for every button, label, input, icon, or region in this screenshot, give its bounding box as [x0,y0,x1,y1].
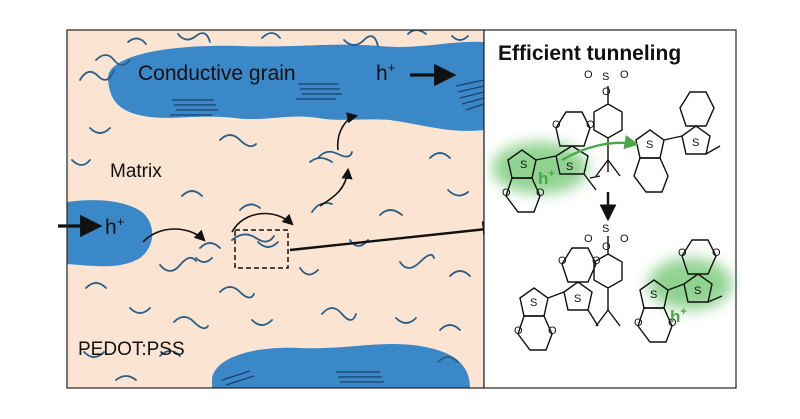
svg-text:O: O [668,317,677,329]
hop-arrows [142,112,359,243]
stacked-chains [170,79,484,386]
atoms-top: S S S O O O S S O O O O [502,69,699,199]
material-label: PEDOT:PSS [78,339,185,360]
hole-label-right-top: h+ [538,168,555,188]
tunneling-arrow [561,135,639,162]
grain-label: Conductive grain [138,62,296,85]
svg-text:S: S [602,223,609,235]
hole-label-left: h+ [105,214,124,239]
svg-text:O: O [584,233,593,245]
svg-text:O: O [634,317,643,329]
zoom-box [234,229,289,269]
svg-text:O: O [548,325,557,337]
matrix-chains [71,30,471,381]
hopping-chains [195,150,353,263]
hole-label-right-bottom: h+ [670,306,687,326]
svg-text:O: O [536,187,545,199]
svg-text:S: S [530,297,537,309]
svg-text:S: S [574,293,581,305]
matrix-label: Matrix [110,161,162,182]
svg-text:O: O [602,86,611,98]
svg-text:O: O [678,247,687,259]
zoom-arrow [289,221,500,252]
molecule-top [505,86,721,213]
svg-text:O: O [620,69,629,81]
svg-text:O: O [586,119,595,131]
conductive-grain-bottom [212,344,470,388]
right-panel-title: Efficient tunneling [498,42,681,65]
svg-text:S: S [520,159,527,171]
svg-text:O: O [620,233,629,245]
svg-text:S: S [602,71,609,83]
svg-text:O: O [558,255,567,267]
svg-text:O: O [592,255,601,267]
svg-text:S: S [692,137,699,149]
svg-text:O: O [552,119,561,131]
hole-glow-bottom [648,258,732,310]
svg-text:O: O [712,247,721,259]
svg-text:S: S [566,161,573,173]
atoms-bottom: S O O O S S S S O O O O O O O O [514,223,721,337]
molecule-bottom [517,236,723,351]
svg-text:S: S [646,139,653,151]
svg-text:S: S [650,289,657,301]
hole-label-top: h+ [376,60,395,85]
svg-text:O: O [514,325,523,337]
svg-text:O: O [602,241,611,253]
svg-text:O: O [502,187,511,199]
svg-text:S: S [694,285,701,297]
right-panel: Efficient tunneling [483,29,737,389]
conductive-grain-top [107,41,484,131]
left-panel: Conductive grain Matrix PEDOT:PSS h+ h+ [58,29,500,389]
svg-text:O: O [584,69,593,81]
